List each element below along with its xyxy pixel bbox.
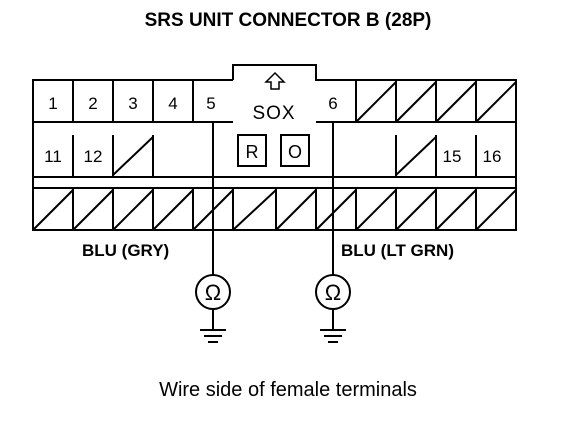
connector-outline <box>32 64 517 231</box>
pin-label: 1 <box>48 94 57 113</box>
pin-label: 5 <box>206 94 215 113</box>
mid-row-dividers <box>72 135 477 177</box>
diagram-title: SRS UNIT CONNECTOR B (28P) <box>144 10 432 31</box>
ground-icon <box>320 309 346 343</box>
bottom-row-dividers <box>72 188 477 230</box>
wire-label-pin-6: BLU (LT GRN) <box>341 241 454 260</box>
ohm-symbol: Ω <box>205 280 221 305</box>
pin-label: 6 <box>328 94 337 113</box>
pin-label: 15 <box>443 147 462 166</box>
lock-label: SOX <box>252 103 295 124</box>
pin-label: 2 <box>88 94 97 113</box>
pin-label: 12 <box>84 147 103 166</box>
lock-tab-o <box>280 134 310 167</box>
lock-tab-r <box>237 134 267 167</box>
pin-label: 11 <box>44 147 62 166</box>
ground-icon <box>200 309 226 343</box>
lock-tab-r-label: R <box>246 142 259 162</box>
top-row-dividers <box>72 80 477 122</box>
pin-label: 4 <box>168 94 177 113</box>
pin-label: 16 <box>483 147 502 166</box>
pin-label: 3 <box>128 94 137 113</box>
wire-label-pin-5: BLU (GRY) <box>82 241 169 260</box>
ohm-symbol: Ω <box>325 280 341 305</box>
diagram-caption: Wire side of female terminals <box>159 379 417 401</box>
up-arrow-icon <box>264 71 286 90</box>
unused-cavity-marks <box>32 81 517 231</box>
lock-tab-o-label: O <box>288 142 302 162</box>
